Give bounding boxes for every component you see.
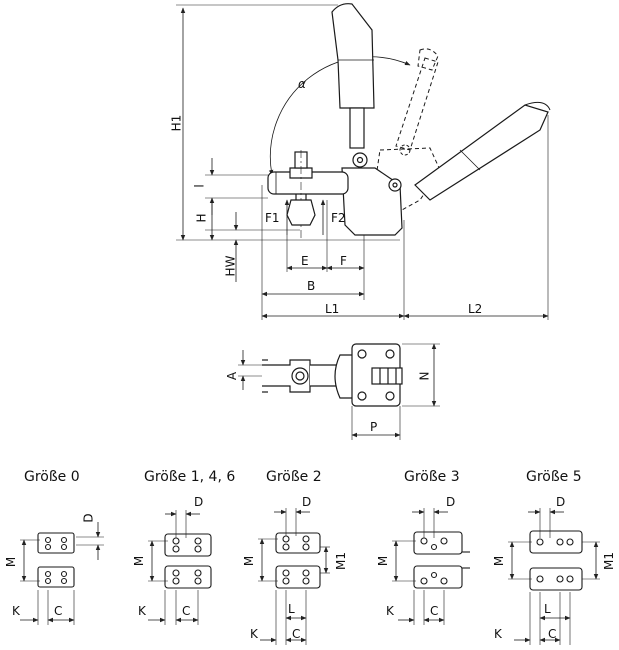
size-5-label-m: M — [492, 555, 507, 567]
dim-label-f: F — [340, 254, 347, 268]
size-0-label-k: K — [12, 604, 20, 618]
size-2-label-c: C — [292, 627, 301, 641]
size-1-4-6-label-c: C — [182, 604, 191, 618]
size-2-label-d: D — [302, 495, 312, 509]
dim-label-h: H — [194, 213, 209, 223]
size-0-label-d: D — [81, 513, 96, 523]
size-5-label-m1: M1 — [602, 552, 616, 570]
dim-label-l1: L1 — [325, 302, 340, 316]
size-0-label-m: M — [4, 556, 19, 568]
size-title-1-4-6: Größe 1, 4, 6 — [144, 469, 236, 485]
dim-label-h1: H1 — [169, 114, 184, 132]
size-5-label-k: K — [494, 627, 502, 641]
size-3-detail — [392, 508, 470, 625]
size-0-detail — [20, 522, 104, 625]
size-0-label-c: C — [54, 604, 63, 618]
dim-label-alpha: α — [298, 77, 306, 91]
size-1-4-6-label-m: M — [132, 555, 147, 567]
size-2-label-m1: M1 — [334, 552, 348, 570]
dim-label-b: B — [307, 279, 316, 293]
size-3-label-d: D — [446, 495, 456, 509]
size-1-4-6-label-d: D — [194, 495, 204, 509]
size-5-detail — [508, 508, 600, 645]
size-5-label-c: C — [548, 627, 557, 641]
size-2-label-m: M — [242, 555, 257, 567]
dim-label-p: P — [370, 420, 378, 434]
size-1-4-6-label-k: K — [138, 604, 146, 618]
dim-label-n: N — [417, 371, 432, 381]
size-title-0: Größe 0 — [24, 469, 80, 485]
size-title-3: Größe 3 — [404, 469, 460, 485]
size-5-label-d: D — [556, 495, 566, 509]
side-view — [176, 3, 551, 320]
size-2-label-k: K — [250, 627, 258, 641]
dim-label-a: A — [225, 371, 240, 381]
size-2-label-l: L — [288, 602, 295, 616]
dim-label-l2: L2 — [468, 302, 483, 316]
size-3-label-m: M — [376, 555, 391, 567]
size-1-4-6-detail — [148, 510, 212, 625]
size-title-5: Größe 5 — [526, 469, 582, 485]
top-view — [238, 343, 440, 440]
size-3-label-c: C — [430, 604, 439, 618]
dim-label-f1: F1 — [265, 211, 280, 225]
dim-label-l: l — [192, 184, 207, 188]
dim-label-f2: F2 — [331, 211, 346, 225]
dim-label-hw: HW — [223, 255, 238, 277]
dim-label-e: E — [301, 254, 309, 268]
size-title-2: Größe 2 — [266, 469, 322, 485]
size-2-detail — [258, 508, 330, 645]
size-3-label-k: K — [386, 604, 394, 618]
size-5-label-l: L — [544, 602, 551, 616]
